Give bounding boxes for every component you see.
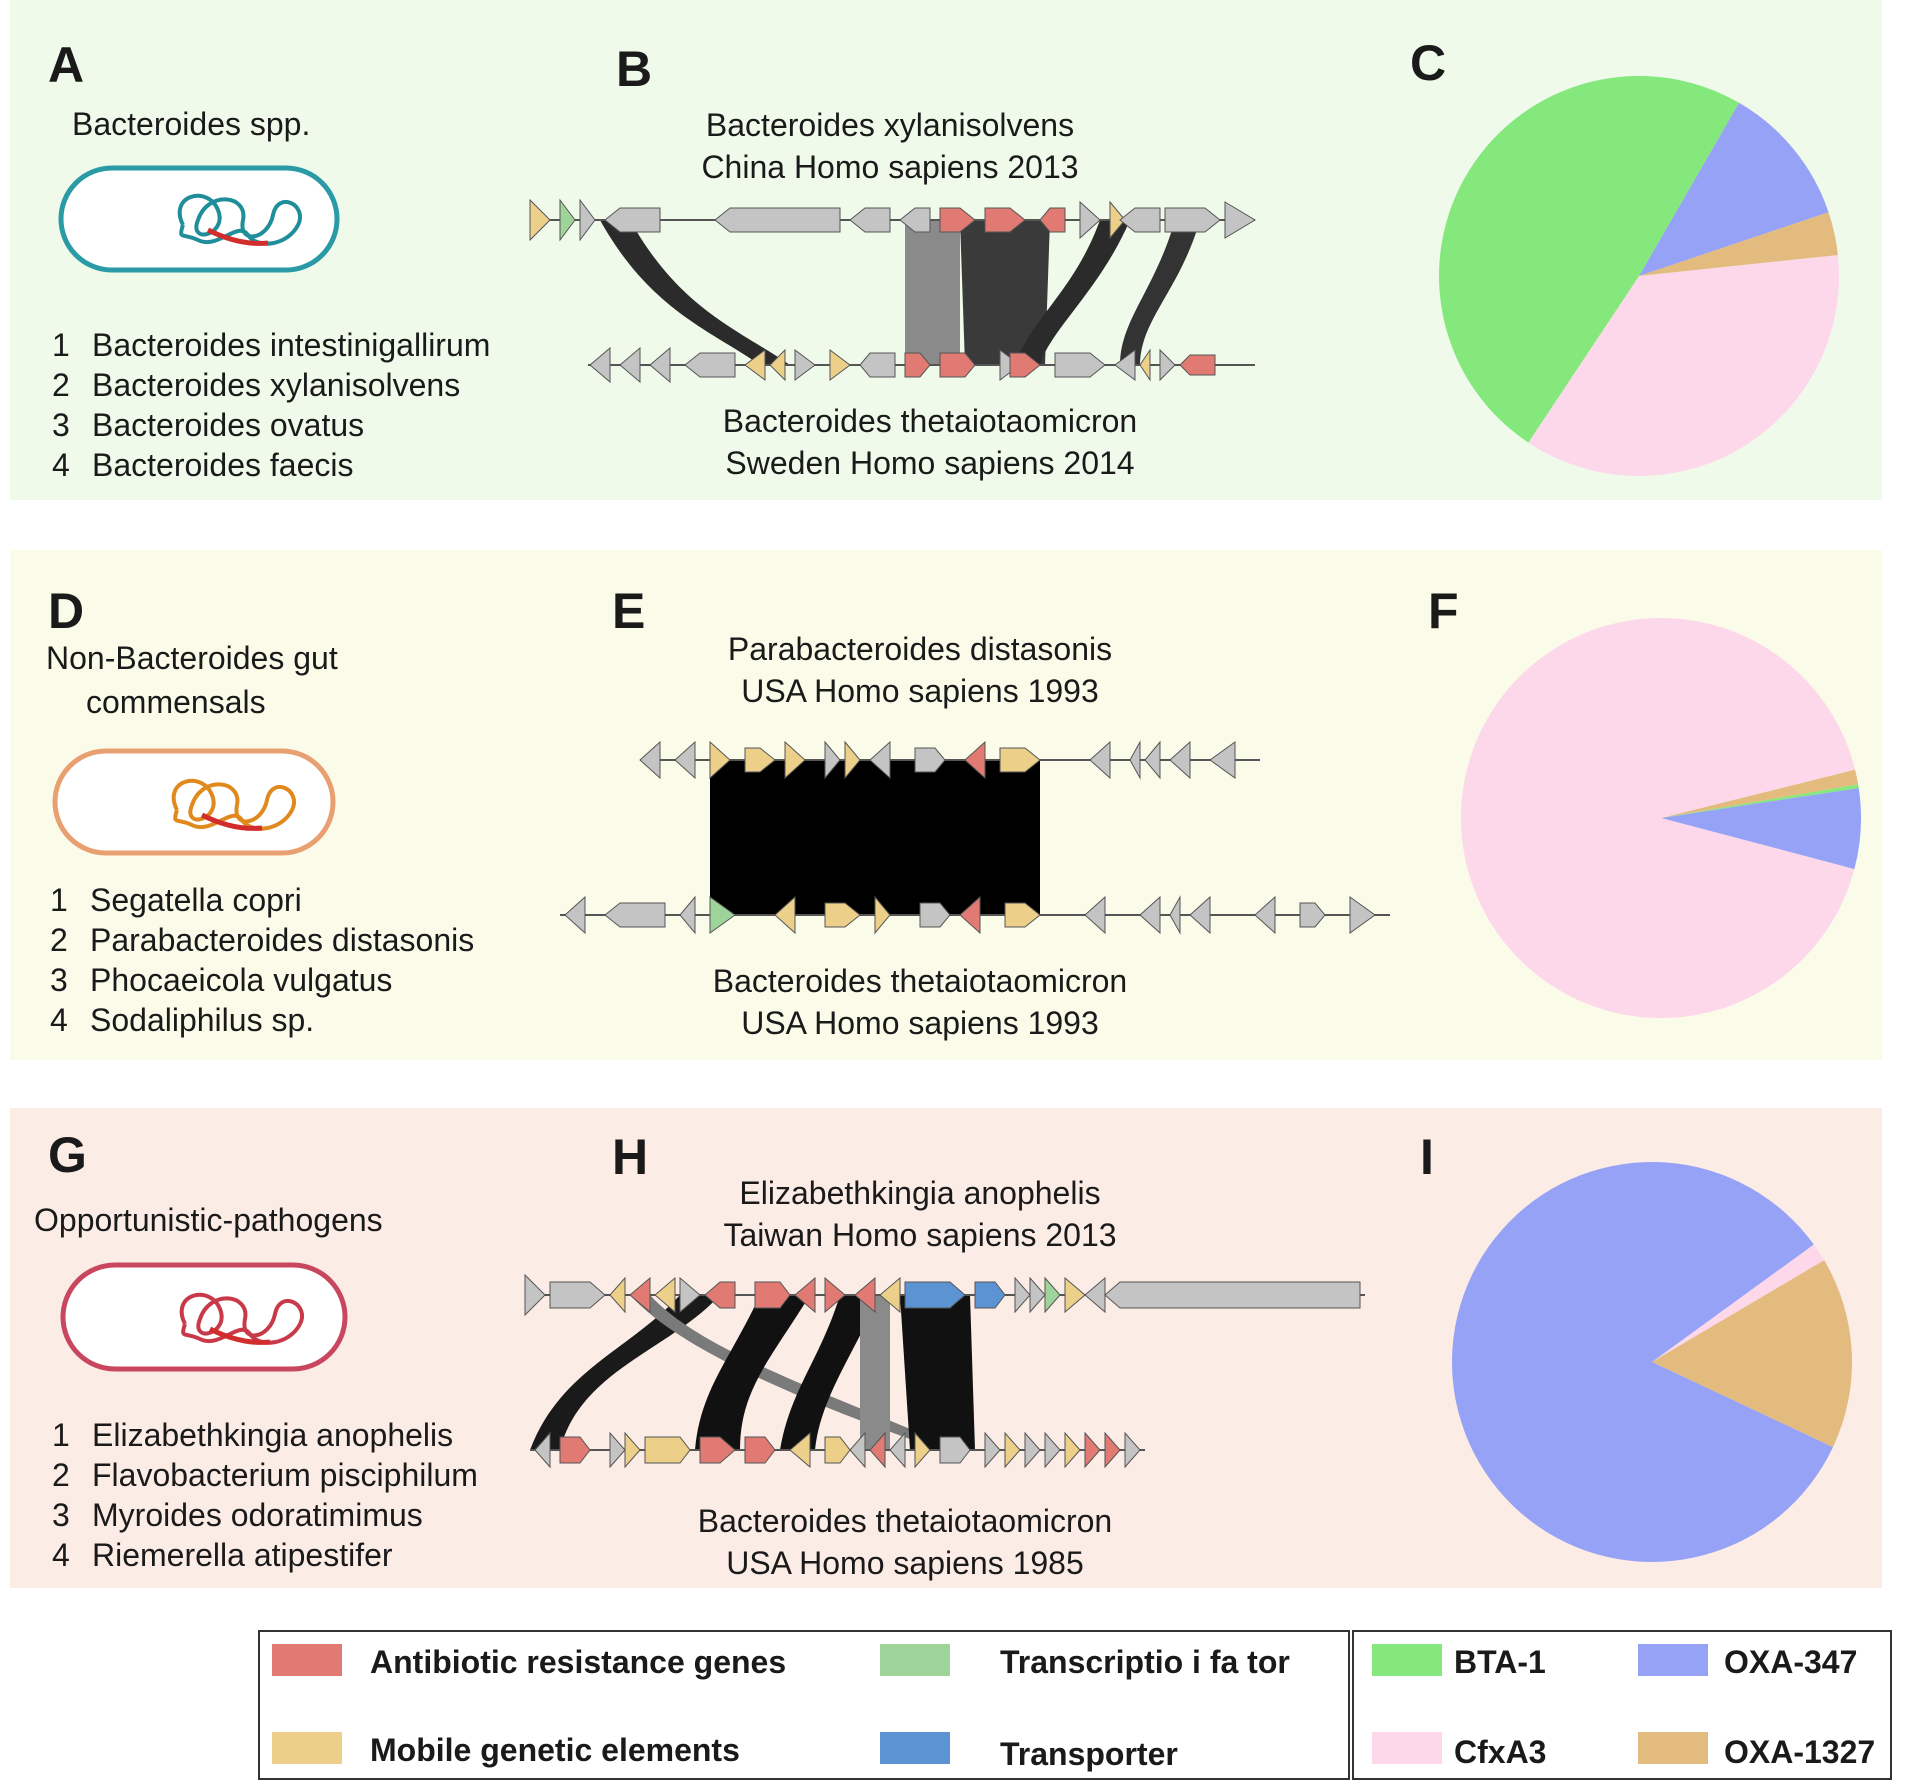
pie-slice-oxa-1327: [1661, 769, 1859, 818]
panel-label-f: F: [1428, 583, 1459, 639]
panel-label-d: D: [48, 583, 85, 639]
legend-swatch: [1638, 1644, 1708, 1676]
pie-slice-cfxa3: [1461, 618, 1856, 1019]
legend-swatch: [880, 1644, 950, 1676]
legend-label: Transcriptio i fa tor: [1000, 1644, 1290, 1680]
synteny-diagram-h: [524, 1273, 1365, 1469]
group-name: Non-Bacteroides gut: [46, 640, 338, 676]
panel-label-a: A: [48, 37, 85, 93]
pie-slice-oxa-1327: [1639, 212, 1838, 276]
pie-slice-oxa-347: [1661, 788, 1861, 870]
legend-swatch: [1372, 1732, 1442, 1764]
synteny-diagram-b: [529, 198, 1256, 384]
allele-legend: BTA-1 OXA-347 CfxA3 OXA-1327: [1352, 1630, 1892, 1780]
legend-swatch: [1638, 1732, 1708, 1764]
cell-icon: [58, 165, 340, 273]
pie-slice-bta-1: [1438, 75, 1739, 443]
pie-chart-f: [1461, 618, 1861, 1019]
cell-icon: [60, 1262, 348, 1372]
pie-slice-oxa-347: [1452, 1162, 1833, 1562]
legend-label: Transporter: [1000, 1736, 1178, 1772]
legend-swatch: [1372, 1644, 1442, 1676]
panel-label-e: E: [612, 583, 646, 639]
panel-label-b: B: [616, 41, 653, 97]
legend-swatch: [880, 1732, 950, 1764]
legend-label: Antibiotic resistance genes: [370, 1644, 787, 1680]
group-name-cont: commensals: [86, 684, 266, 720]
pie-slice-cfxa3: [1528, 255, 1839, 476]
legend-label: Mobile genetic elements: [370, 1732, 740, 1768]
panel-label-g: G: [48, 1127, 87, 1183]
pie-chart-i: [1452, 1162, 1852, 1562]
legend-label: OXA-347: [1724, 1644, 1858, 1680]
legend-swatch: [272, 1644, 342, 1676]
group-name: Opportunistic-pathogens: [34, 1202, 383, 1238]
panel-label-i: I: [1420, 1129, 1434, 1185]
pie-slice-oxa-1327: [1652, 1260, 1852, 1448]
legend-label: CfxA3: [1454, 1734, 1547, 1770]
pie-slice-oxa-347: [1639, 102, 1829, 276]
cell-icon: [52, 748, 336, 856]
pie-slice-bta-1: [1661, 784, 1859, 818]
legend-label: OXA-1327: [1724, 1734, 1876, 1770]
pie-slice-cfxa3: [1652, 1244, 1825, 1362]
legend-swatch: [272, 1732, 342, 1764]
gene-legend: Antibiotic resistance genes Transcriptio…: [258, 1630, 1350, 1780]
legend-label: BTA-1: [1454, 1644, 1546, 1680]
panel-label-h: H: [612, 1129, 649, 1185]
group-name: Bacteroides spp.: [72, 106, 311, 142]
pie-chart-c: [1438, 75, 1839, 476]
panel-label-c: C: [1410, 35, 1447, 91]
synteny-diagram-e: [560, 740, 1390, 935]
